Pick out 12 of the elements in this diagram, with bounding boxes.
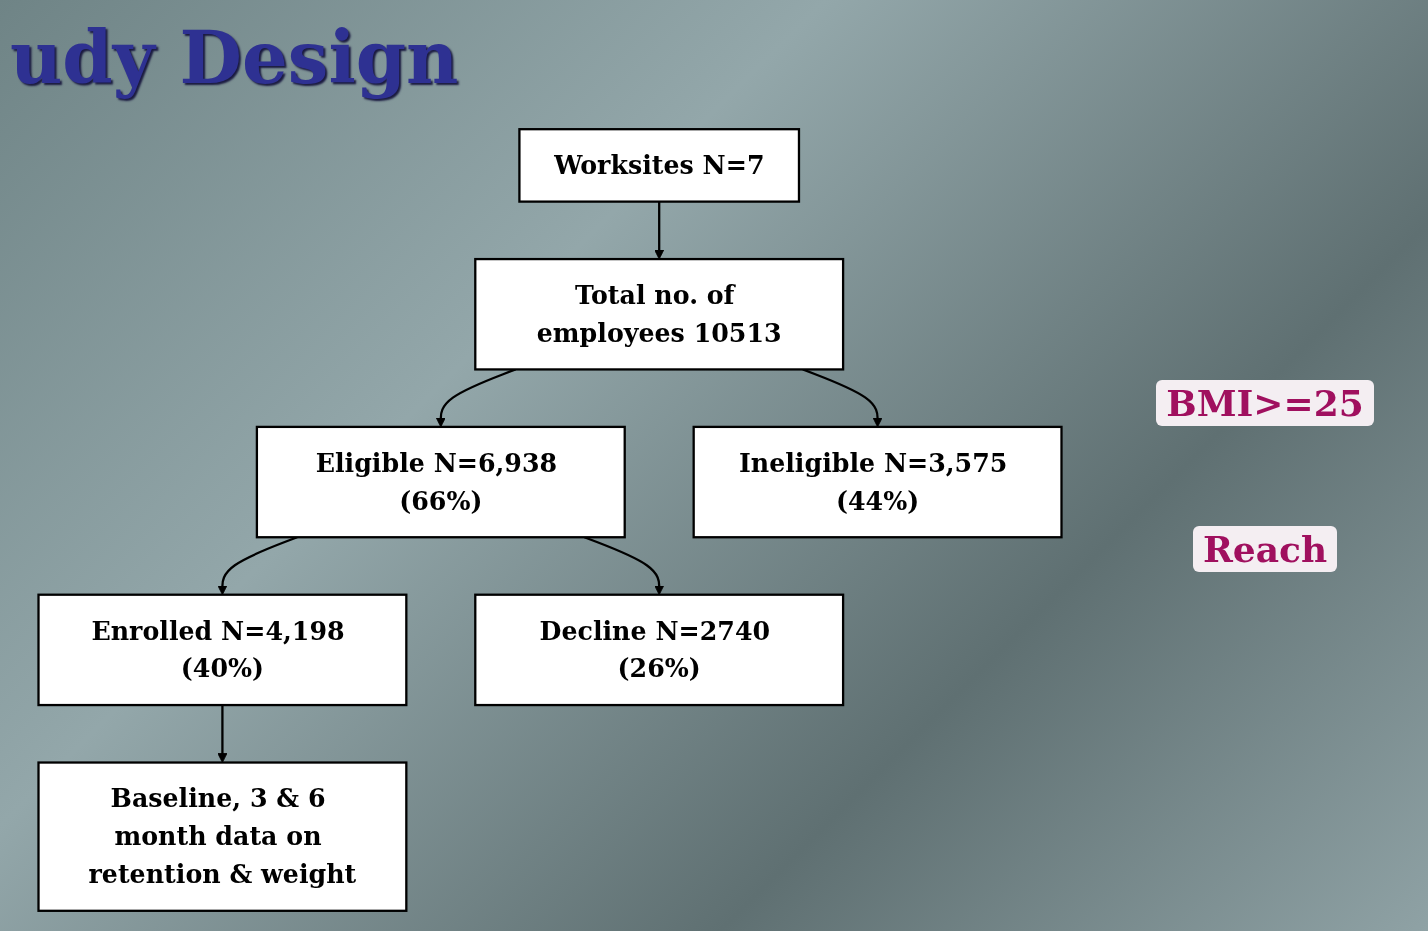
node-box: Baseline, 3 & 6 month data on retention & weight	[37, 761, 408, 912]
node-box: Total no. of employees 10513	[474, 257, 845, 371]
title: udy Design	[10, 15, 459, 100]
node-box: Ineligible N=3,575 (44%)	[692, 425, 1063, 539]
arrow	[217, 705, 228, 763]
node-box: Enrolled N=4,198 (40%)	[37, 593, 408, 707]
note-text: BMI>=25	[1156, 380, 1374, 426]
node-box: Eligible N=6,938 (66%)	[255, 425, 626, 539]
node-box: Decline N=2740 (26%)	[474, 593, 845, 707]
arrow	[654, 201, 665, 260]
note-text: Reach	[1192, 526, 1338, 572]
node-box: Worksites N=7	[518, 128, 801, 203]
